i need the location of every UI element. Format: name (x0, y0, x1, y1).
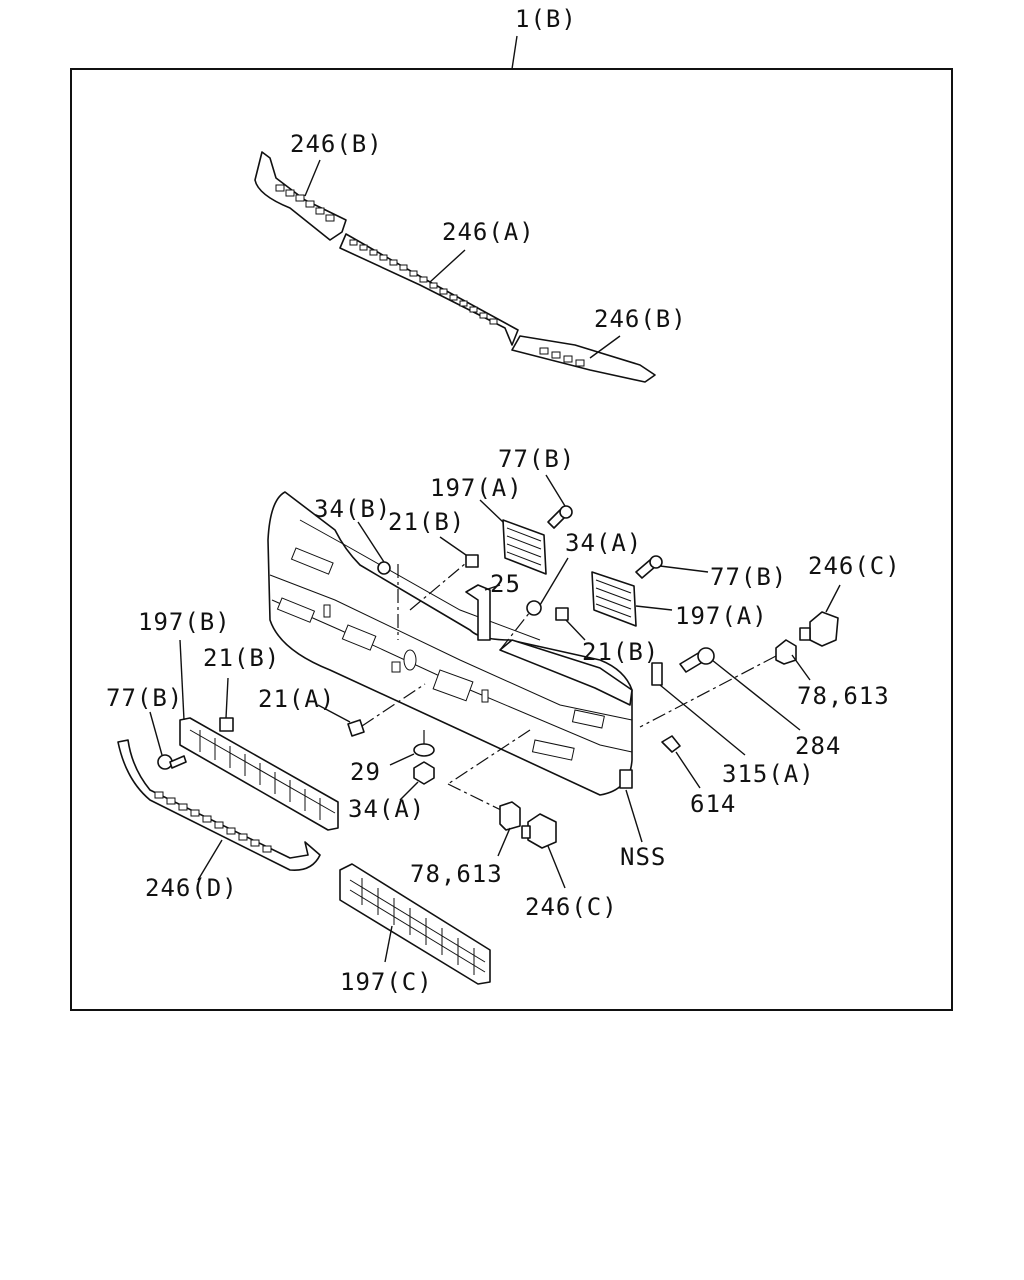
grille-197b-part (179, 717, 339, 831)
nut-34b-part (377, 561, 391, 575)
label-clip-21b-left: 21(B) (203, 644, 280, 672)
label-strip-a: 246(A) (442, 218, 535, 246)
label-clip-21b-right: 21(B) (582, 638, 659, 666)
label-grille-197a-right: 197(A) (675, 602, 768, 630)
clip-21b-right-part (555, 607, 569, 621)
label-clip-246c-right: 246(C) (808, 552, 901, 580)
clip-21b-top-part (465, 554, 479, 568)
label-bolt-77b-left: 77(B) (106, 684, 183, 712)
label-nut-78-613-right: 78,613 (797, 682, 890, 710)
label-assembly: 1(B) (515, 5, 577, 33)
label-nut-34a-low: 34(A) (348, 795, 425, 823)
label-lamp-614: 614 (690, 790, 736, 818)
label-strip-b-right: 246(B) (594, 305, 687, 333)
grille-197a-top-part (502, 519, 547, 575)
strip-246b-right-part (511, 335, 656, 383)
label-bolt-77b-right: 77(B) (710, 563, 787, 591)
bolt-284-part (679, 647, 715, 673)
label-clip-21a: 21(A) (258, 685, 335, 713)
lamp-614-part (661, 735, 681, 753)
label-washer-29: 29 (350, 758, 381, 786)
grille-197a-right-part (591, 571, 637, 627)
label-bolt-284: 284 (795, 732, 841, 760)
label-clip-21b-top: 21(B) (388, 508, 465, 536)
nut-78-613-right-part (775, 639, 797, 665)
nut-34a-low-part (413, 761, 435, 785)
bracket-25-part (465, 584, 491, 641)
bumper-body-part (267, 491, 633, 796)
clip-246c-low-part (521, 813, 557, 849)
label-nut-34b: 34(B) (314, 495, 391, 523)
strip-246a-part (339, 233, 519, 346)
bolt-77b-top-part (547, 505, 573, 529)
strip-246b-left-part (254, 151, 347, 241)
label-nut-34a-mid: 34(A) (565, 529, 642, 557)
label-bracket-25: 25 (490, 570, 521, 598)
label-plate-315a: 315(A) (722, 760, 815, 788)
clip-246c-right-part (799, 611, 839, 647)
label-nut-78-613-low: 78,613 (410, 860, 503, 888)
label-strip-246d: 246(D) (145, 874, 238, 902)
bolt-77b-left-part (157, 754, 187, 770)
bolt-77b-right-part (635, 555, 663, 579)
label-grille-197a-top: 197(A) (430, 474, 523, 502)
washer-29-part (413, 743, 435, 757)
assembly-leader (511, 35, 518, 70)
plate-315a-part (651, 662, 663, 686)
label-grille-197b: 197(B) (138, 608, 231, 636)
clip-21b-left-part (219, 717, 234, 732)
clip-21a-part (347, 719, 365, 737)
grille-197c-part (339, 863, 491, 985)
nut-34a-mid-part (526, 600, 542, 616)
label-strip-b-top: 246(B) (290, 130, 383, 158)
nut-78-613-low-part (499, 801, 521, 831)
label-nss: NSS (620, 843, 666, 871)
label-bolt-77b-top: 77(B) (498, 445, 575, 473)
strip-246d-part (117, 739, 321, 872)
diagram-frame (70, 68, 953, 1011)
label-grille-197c: 197(C) (340, 968, 433, 996)
label-clip-246c-low: 246(C) (525, 893, 618, 921)
